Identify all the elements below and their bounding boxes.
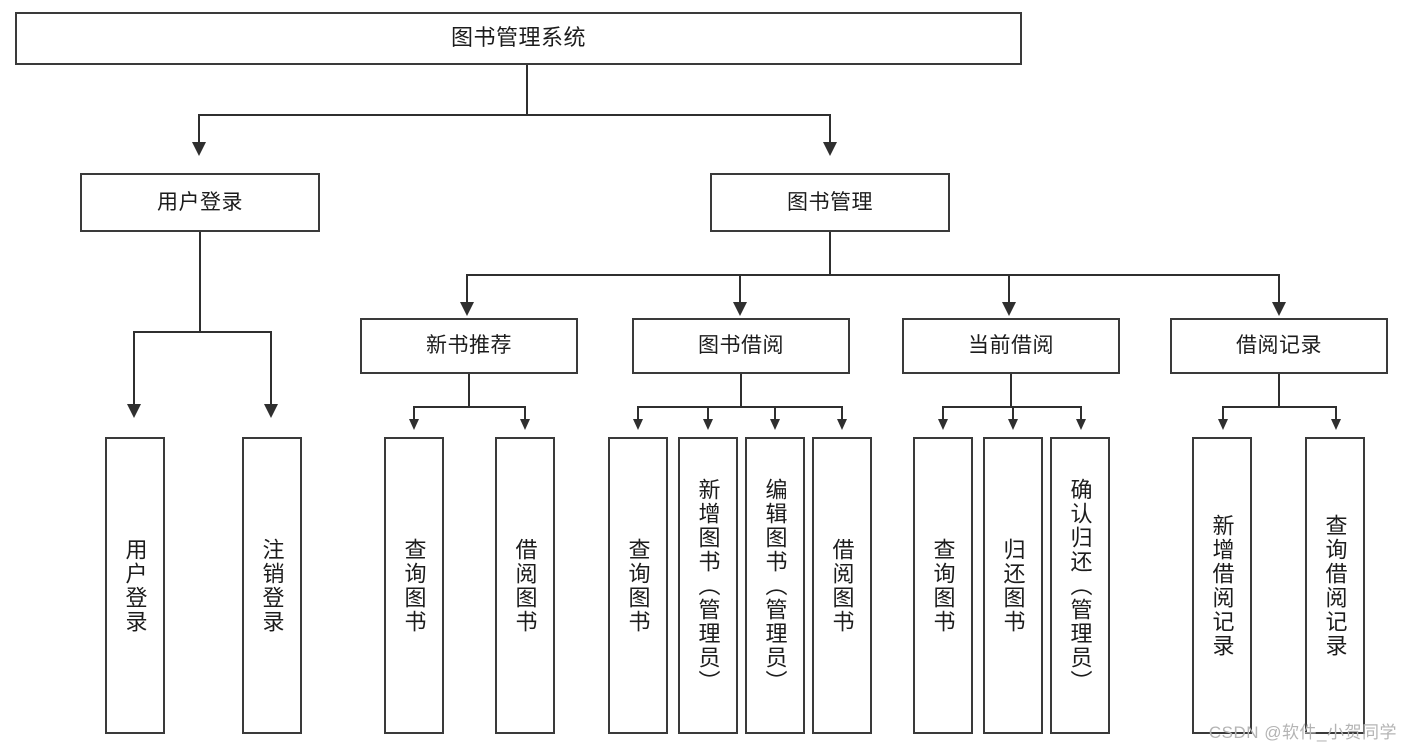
leaf-logout[interactable]: 注销登录 — [242, 437, 302, 734]
node-label: 图书借阅 — [698, 334, 784, 358]
arrow-down-icon — [703, 419, 713, 430]
node-label: 借阅记录 — [1236, 334, 1322, 358]
leaf-query-borrow-record[interactable]: 查询借阅记录 — [1305, 437, 1365, 734]
leaf-user-login[interactable]: 用户登录 — [105, 437, 165, 734]
node-label: 查询图书 — [625, 537, 651, 634]
connector-user-login-stem — [199, 232, 201, 332]
arrow-down-icon — [837, 419, 847, 430]
leaf-query-book-borrow[interactable]: 查询图书 — [608, 437, 668, 734]
arrow-down-icon — [1008, 419, 1018, 430]
arrow-down-icon — [1076, 419, 1086, 430]
connector-drop-leaf — [707, 406, 709, 420]
node-label: 查询图书 — [930, 537, 956, 634]
node-label: 用户登录 — [122, 537, 148, 634]
leaf-edit-book-admin[interactable]: 编辑图书（管理员） — [745, 437, 805, 734]
connector-root-stem — [526, 65, 528, 115]
arrow-down-icon — [192, 142, 206, 156]
connector-drop-leaf — [637, 406, 639, 420]
connector-new-book-stem — [468, 374, 470, 407]
connector-user-login-bus — [133, 331, 271, 333]
arrow-down-icon — [520, 419, 530, 430]
node-label: 注销登录 — [259, 537, 285, 634]
connector-current-borrow-stem — [1010, 374, 1012, 407]
connector-borrow-record-stem — [1278, 374, 1280, 407]
connector-drop-leaf — [524, 406, 526, 420]
leaf-add-book-admin[interactable]: 新增图书（管理员） — [678, 437, 738, 734]
node-label: 新书推荐 — [426, 334, 512, 358]
node-label: 借阅图书 — [512, 537, 538, 634]
connector-drop-leaf — [133, 331, 135, 406]
arrow-down-icon — [733, 302, 747, 316]
node-label: 查询图书 — [401, 537, 427, 634]
arrow-down-icon — [1272, 302, 1286, 316]
arrow-down-icon — [938, 419, 948, 430]
connector-drop-borrow-record — [1278, 274, 1280, 304]
node-borrow-record[interactable]: 借阅记录 — [1170, 318, 1388, 374]
connector-book-manage-bus — [466, 274, 1280, 276]
connector-book-manage-stem — [829, 232, 831, 275]
node-label: 查询借阅记录 — [1322, 513, 1348, 658]
node-label: 图书管理系统 — [450, 25, 586, 51]
arrow-down-icon — [264, 404, 278, 418]
connector-drop-current-borrow — [1008, 274, 1010, 304]
connector-drop-leaf — [1012, 406, 1014, 420]
connector-drop-borrow-book — [739, 274, 741, 304]
node-current-borrow[interactable]: 当前借阅 — [902, 318, 1120, 374]
node-label: 图书管理 — [787, 190, 873, 214]
node-label: 新增图书（管理员） — [695, 477, 721, 694]
node-root-system[interactable]: 图书管理系统 — [15, 12, 1022, 65]
connector-drop-leaf — [1222, 406, 1224, 420]
arrow-down-icon — [460, 302, 474, 316]
connector-borrow-record-bus — [1222, 406, 1336, 408]
connector-borrow-book-stem — [740, 374, 742, 407]
watermark: CSDN @软件_小贺同学 — [1208, 723, 1397, 742]
arrow-down-icon — [1218, 419, 1228, 430]
arrow-down-icon — [127, 404, 141, 418]
connector-drop-leaf — [841, 406, 843, 420]
connector-drop-leaf — [270, 331, 272, 406]
arrow-down-icon — [1331, 419, 1341, 430]
node-new-book-recommend[interactable]: 新书推荐 — [360, 318, 578, 374]
leaf-query-book-new[interactable]: 查询图书 — [384, 437, 444, 734]
arrow-down-icon — [770, 419, 780, 430]
leaf-borrow-book-new[interactable]: 借阅图书 — [495, 437, 555, 734]
leaf-borrow-book[interactable]: 借阅图书 — [812, 437, 872, 734]
node-label: 当前借阅 — [968, 334, 1054, 358]
connector-drop-leaf — [1335, 406, 1337, 420]
node-label: 用户登录 — [157, 190, 243, 214]
connector-new-book-bus — [413, 406, 525, 408]
arrow-down-icon — [1002, 302, 1016, 316]
connector-drop-leaf — [413, 406, 415, 420]
arrow-down-icon — [633, 419, 643, 430]
connector-drop-new-book — [466, 274, 468, 304]
connector-root-bus — [198, 114, 830, 116]
leaf-confirm-return-admin[interactable]: 确认归还（管理员） — [1050, 437, 1110, 734]
node-user-login[interactable]: 用户登录 — [80, 173, 320, 232]
connector-drop-book-manage — [829, 114, 831, 144]
connector-borrow-book-bus — [637, 406, 842, 408]
node-book-management[interactable]: 图书管理 — [710, 173, 950, 232]
arrow-down-icon — [823, 142, 837, 156]
node-label: 归还图书 — [1000, 537, 1026, 634]
connector-drop-user-login — [198, 114, 200, 144]
leaf-return-book[interactable]: 归还图书 — [983, 437, 1043, 734]
arrow-down-icon — [409, 419, 419, 430]
node-book-borrow[interactable]: 图书借阅 — [632, 318, 850, 374]
node-label: 确认归还（管理员） — [1067, 477, 1093, 694]
node-label: 借阅图书 — [829, 537, 855, 634]
connector-drop-leaf — [774, 406, 776, 420]
leaf-add-borrow-record[interactable]: 新增借阅记录 — [1192, 437, 1252, 734]
connector-drop-leaf — [1080, 406, 1082, 420]
leaf-query-book-current[interactable]: 查询图书 — [913, 437, 973, 734]
node-label: 新增借阅记录 — [1209, 513, 1235, 658]
connector-drop-leaf — [942, 406, 944, 420]
node-label: 编辑图书（管理员） — [762, 477, 788, 694]
